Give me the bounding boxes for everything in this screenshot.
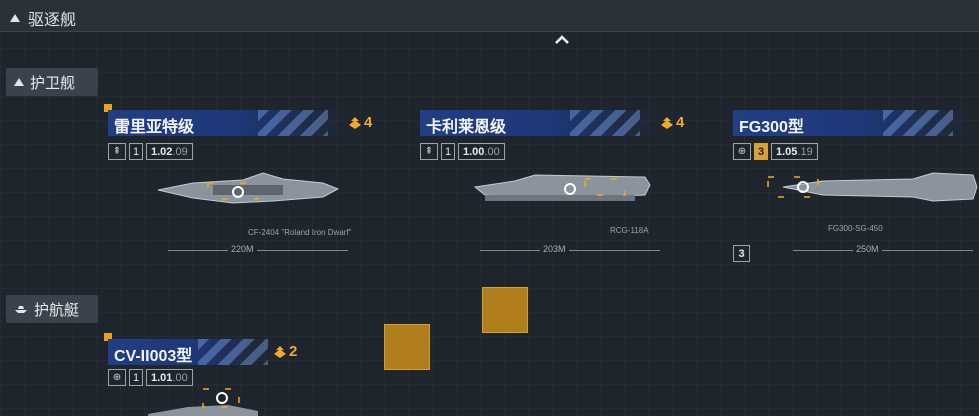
globe-icon: ⊕ [108,369,126,386]
scale-line [793,250,973,251]
ship-annotation: CF-2404 "Roland Iron Dwarf" [248,228,352,237]
patrol-label: 护航艇 [34,301,80,319]
rank-value: 2 [289,343,298,360]
rank-badge: 4 [348,114,372,131]
ship-name: CV-II003型 [114,348,193,365]
ship-stats: ⊕ 1 1.01.00 [108,369,193,386]
ship-stats: ⇞ 1 1.00.00 [420,143,505,160]
ship-image [473,174,651,201]
version-box: 1.02.09 [146,143,193,160]
ship-card[interactable]: CV-II003型 2 ⊕ 1 1.01.00 [104,333,378,416]
ship-name: FG300型 [739,119,804,136]
ship-type-icon: ⇞ [420,143,438,160]
rank-icon [349,116,361,129]
ship-annotation: RCG-118A [610,226,649,235]
collapse-triangle-icon [10,14,20,22]
ship-name: 雷里亚特级 [114,119,195,136]
ship-card[interactable]: 雷里亚特级 4 ⇞ 1 1.02.09 CF-2404 "Roland Iron… [104,104,378,270]
escort-label: 护卫舰 [30,74,76,92]
level-box: 1 [441,143,455,160]
scale-line [480,250,660,251]
rank-icon [661,116,673,129]
globe-icon: ⊕ [733,143,751,160]
ship-card[interactable]: 卡利莱恩级 4 ⇞ 1 1.00.00 RCG-118A 203M [420,110,690,270]
ship-image [148,388,258,416]
chevron-up-icon[interactable] [553,33,571,45]
new-marker [104,333,112,341]
rank-icon [274,345,286,358]
version-box: 1.05.19 [771,143,818,160]
ship-name: 卡利莱恩级 [426,119,507,136]
scale-line [168,250,348,251]
escort-section-header[interactable]: 护卫舰 [6,68,98,96]
rank-badge: 4 [660,114,684,131]
tier-tag: 3 [733,245,750,262]
section-triangle-icon [14,78,24,86]
ship-stats: ⇞ 1 1.02.09 [108,143,193,160]
ship-card[interactable]: FG300型 ⊕ 3 1.05.19 FG300-SG-450 3 250M [733,110,979,270]
ship-type-icon: ⇞ [108,143,126,160]
version-box: 1.00.00 [458,143,505,160]
new-marker [104,104,112,112]
ship-image [767,172,978,202]
level-box: 1 [129,143,143,160]
level-box: 1 [129,369,143,386]
ship-length: 220M [228,244,257,254]
patrol-section-header[interactable]: 护航艇 [6,295,98,323]
ship-length: 203M [540,244,569,254]
rank-value: 4 [676,114,685,131]
rank-badge: 2 [273,343,297,360]
destroyer-label-wrap: 驱逐舰 [10,6,76,30]
version-box: 1.01.00 [146,369,193,386]
level-box: 3 [754,143,768,160]
drop-marker[interactable] [482,287,528,333]
rank-value: 4 [364,114,373,131]
ship-image [157,172,340,204]
ship-length: 250M [853,244,882,254]
destroyer-label: 驱逐舰 [28,12,77,29]
ship-annotation: FG300-SG-450 [828,224,883,233]
destroyer-section-header[interactable]: 驱逐舰 [0,0,979,32]
boat-icon [15,306,27,313]
drop-marker[interactable] [384,324,430,370]
ship-name-bar: 雷里亚特级 [108,110,348,136]
ship-name-bar: CV-II003型 [108,339,268,365]
ship-name-bar: FG300型 [733,110,973,136]
ship-stats: ⊕ 3 1.05.19 [733,143,818,160]
ship-name-bar: 卡利莱恩级 [420,110,660,136]
